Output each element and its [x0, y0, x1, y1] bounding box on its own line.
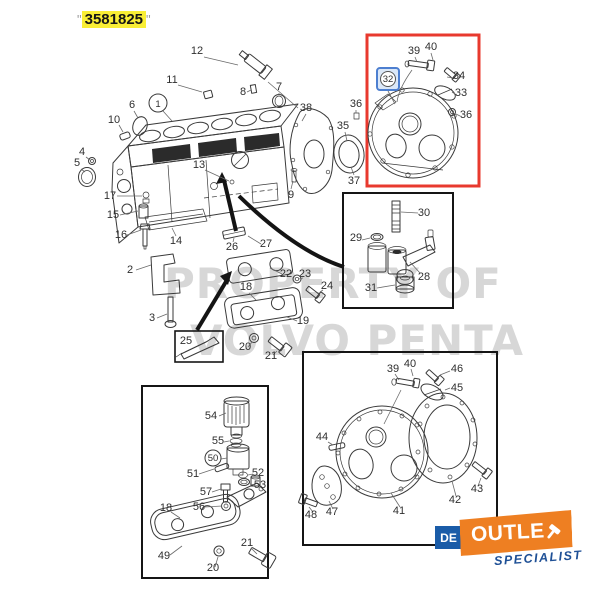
callout-18: 18: [240, 281, 252, 293]
callout-23: 23: [299, 268, 311, 280]
part-number: "3581825": [77, 11, 151, 28]
callout-10: 10: [108, 114, 120, 126]
callout-6: 6: [129, 99, 135, 111]
callout-21: 21: [265, 350, 277, 362]
engine-block-drawing: [111, 103, 299, 244]
callout-45: 45: [451, 382, 463, 394]
callout-12: 12: [191, 45, 203, 57]
callout-32-badge: [376, 67, 400, 91]
cover-plate-22: [226, 249, 294, 284]
callout-36b: 36: [460, 109, 472, 121]
callout-20: 20: [239, 341, 251, 353]
callout-41: 41: [393, 505, 405, 517]
callout-48: 48: [305, 509, 317, 521]
callout-44: 44: [316, 431, 328, 443]
sealant-tube-box: [174, 330, 224, 363]
callout-labels: 12 11 6 1 10 8 7 38 36 35 37 9 13 4 5 17…: [74, 41, 483, 574]
callout-4: 4: [79, 146, 85, 158]
callout-24: 24: [321, 280, 333, 292]
callout-34: 34: [453, 70, 465, 82]
callout-49: 49: [158, 550, 170, 562]
callout-18b: 18: [160, 502, 172, 514]
hammer-icon: [544, 523, 562, 541]
callout-43: 43: [471, 483, 483, 495]
callout-29: 29: [350, 232, 362, 244]
callout-46: 46: [451, 363, 463, 375]
callout-1: 1: [155, 99, 160, 110]
callout-40: 40: [425, 41, 437, 53]
outlet-specialist-logo: DE OUTLE SPECIALIST: [428, 504, 593, 576]
inset-box-flywheel-housing-2: [298, 351, 498, 546]
callout-54: 54: [205, 410, 217, 422]
cover-plate-18-19: [224, 287, 303, 329]
callout-7: 7: [276, 81, 282, 93]
callout-27: 27: [260, 238, 272, 250]
callout-17: 17: [104, 190, 116, 202]
block-small-parts: [78, 50, 326, 358]
callout-32: 32: [383, 74, 394, 85]
callout-50: 50: [208, 453, 219, 464]
callout-35: 35: [337, 120, 349, 132]
callout-20b: 20: [207, 562, 219, 574]
timing-plate-gasket: [289, 108, 335, 194]
callout-25: 25: [180, 335, 192, 347]
callout-15: 15: [107, 209, 119, 221]
callout-55: 55: [212, 435, 224, 447]
logo-outlet-banner: OUTLE: [459, 510, 572, 556]
callout-47: 47: [326, 506, 338, 518]
housing2-bolt-holes: [335, 409, 423, 497]
part-number-open-quote: ": [77, 12, 82, 27]
callout-2: 2: [127, 264, 133, 276]
housing-bolt-holes: [367, 87, 457, 178]
logo-de-badge: DE: [435, 526, 462, 549]
callout-31: 31: [365, 282, 377, 294]
part-number-close-quote: ": [146, 12, 151, 27]
callout-38: 38: [300, 102, 312, 114]
callout-16: 16: [115, 229, 127, 241]
red-highlight-box: [365, 33, 481, 188]
callout-52: 52: [252, 467, 264, 479]
cylinder-bores: [139, 109, 281, 143]
callout-21b: 21: [241, 537, 253, 549]
callout-40b: 40: [404, 358, 416, 370]
callout-11: 11: [166, 74, 177, 86]
logo-outlet-text: OUTLE: [470, 519, 545, 547]
callout-30: 30: [418, 207, 430, 219]
callout-19: 19: [297, 315, 309, 327]
callout-13: 13: [193, 159, 205, 171]
ring-holes: [414, 394, 478, 480]
callout-42: 42: [449, 494, 461, 506]
callout-56: 56: [193, 501, 205, 513]
breather-plate: [150, 493, 241, 541]
callout-39: 39: [408, 45, 420, 57]
callout-53: 53: [254, 479, 266, 491]
callout-39b: 39: [387, 363, 399, 375]
callout-26: 26: [226, 241, 238, 253]
callout-3: 3: [149, 312, 155, 324]
flywheel-housing-drawing: [367, 59, 461, 179]
inset-box-breather: [141, 385, 277, 579]
callout-8: 8: [240, 86, 246, 98]
callout-14: 14: [170, 235, 182, 247]
oil-pressure-sender: [238, 50, 273, 80]
leader-lines: [80, 52, 482, 568]
connector-arrows: [195, 172, 345, 332]
callout-5: 5: [74, 157, 80, 169]
callout-22: 22: [280, 268, 292, 280]
callout-28: 28: [418, 271, 430, 283]
callout-33: 33: [455, 87, 467, 99]
callout-37: 37: [348, 175, 360, 187]
callout-51: 51: [187, 468, 199, 480]
watermark-line1: PROPERTY OF: [164, 259, 502, 308]
part-number-value: 3581825: [81, 11, 147, 28]
callout-9: 9: [288, 189, 294, 201]
callout-circle-1: [148, 93, 168, 113]
callout-36: 36: [350, 98, 362, 110]
callout-circle-50: [204, 449, 222, 467]
inset-box-oil-nozzle: [342, 192, 454, 309]
callout-57: 57: [200, 486, 212, 498]
